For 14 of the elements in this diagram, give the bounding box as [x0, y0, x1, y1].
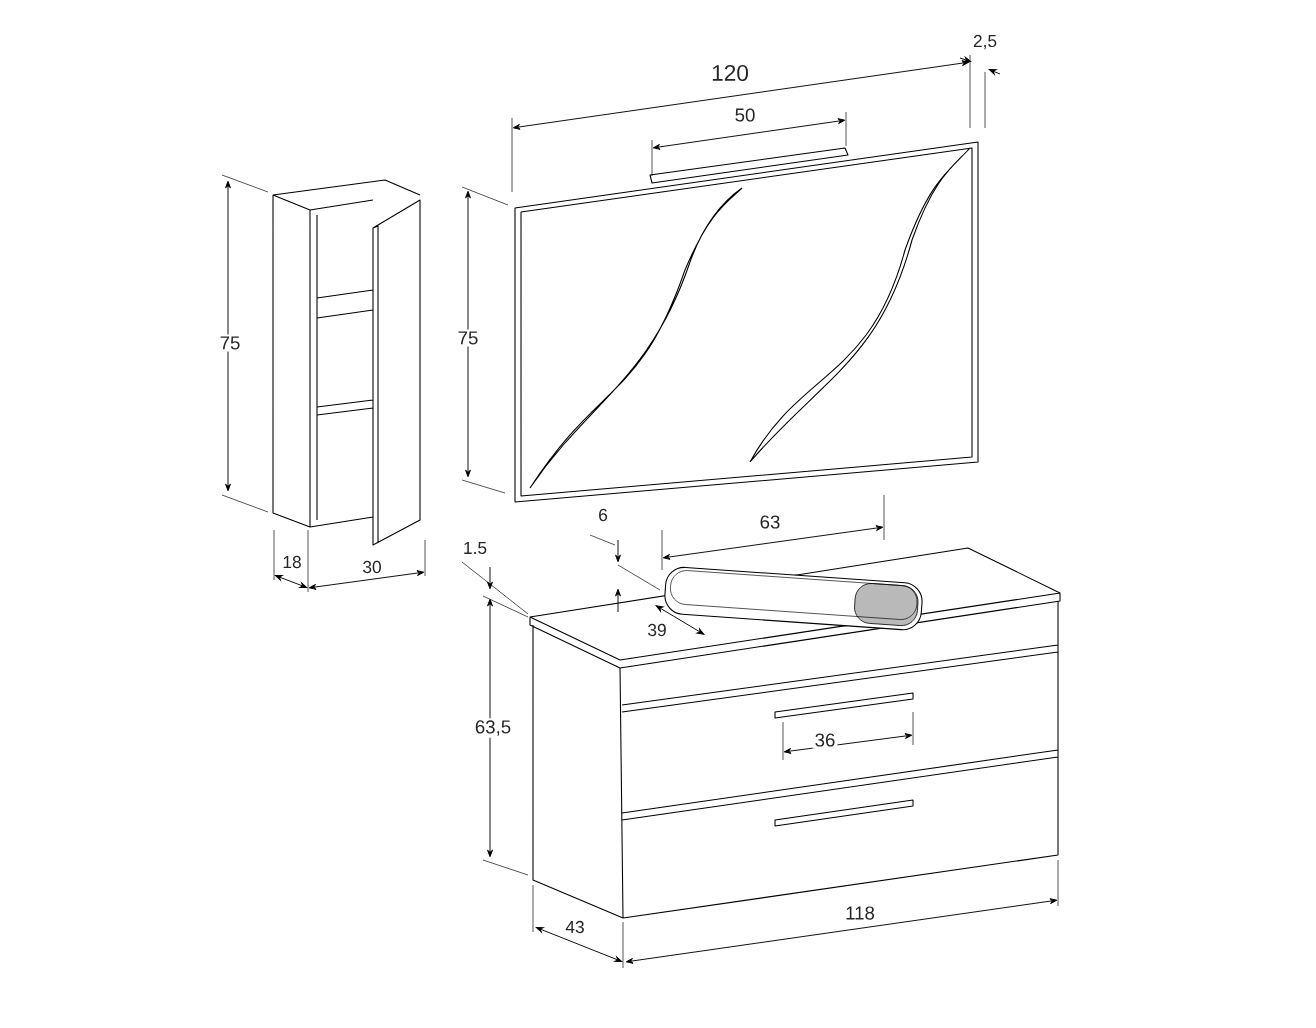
dimension-label: 36	[812, 731, 838, 749]
dimension-label: 30	[360, 558, 384, 576]
dimension-label: 75	[455, 329, 481, 347]
dimension-label: 120	[709, 62, 751, 83]
dimension-label: 50	[732, 106, 758, 124]
dimension-label: 63	[757, 513, 783, 531]
dimension-label: 75	[217, 334, 243, 352]
dimension-label: 2,5	[970, 32, 1000, 52]
dimension-label: 6	[596, 506, 610, 524]
dimension-label: 43	[563, 918, 587, 936]
dimension-label: 18	[280, 553, 304, 571]
dimension-label: 63,5	[472, 718, 514, 738]
dimension-label: 1.5	[460, 539, 490, 557]
dimension-label: 118	[843, 904, 877, 922]
